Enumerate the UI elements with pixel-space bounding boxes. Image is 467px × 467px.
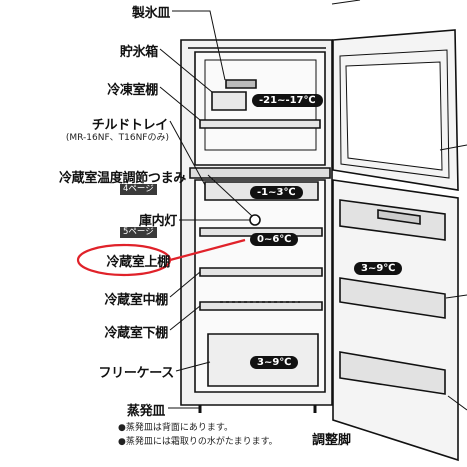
note-evap-location: ●蒸発皿は背面にあります。 (118, 423, 233, 433)
label-adjust-foot: 調整脚 (312, 433, 352, 448)
label-ice-box: 貯氷箱 (119, 45, 158, 60)
note-evap-water: ●蒸発皿には霜取りの水がたまります。 (118, 437, 278, 447)
temp-freezer: -21~-17℃ (252, 94, 323, 107)
label-freezer-shelf: 冷凍室棚 (107, 83, 158, 98)
highlight-arrow (169, 238, 246, 262)
label-chilled-tray-models: (MR-16NF、T16NFのみ) (65, 133, 169, 143)
temp-upper: 0~6℃ (250, 233, 299, 246)
label-upper-shelf: 冷蔵室上棚 (106, 255, 170, 270)
middle-shelf-shape (199, 267, 323, 277)
temp-case: 3~9℃ (250, 356, 299, 369)
label-ice-tray: 製氷皿 (131, 6, 170, 21)
label-temp-knob: 冷蔵室温度調節つまみ (58, 171, 186, 186)
light-shape (249, 214, 261, 226)
ice-tray-shape (225, 79, 257, 89)
label-free-case: フリーケース (98, 366, 174, 381)
page-ref-4: 4ページ (120, 184, 157, 195)
label-evap-tray: 蒸発皿 (126, 404, 165, 419)
temp-door: 3~9℃ (354, 262, 403, 275)
door-pocket-middle (339, 277, 446, 319)
freezer-shelf (199, 119, 321, 129)
label-lower-shelf: 冷蔵室下棚 (104, 326, 168, 341)
temp-chilled: -1~3℃ (250, 186, 303, 199)
door-pocket-lower (339, 351, 446, 395)
label-middle-shelf: 冷蔵室中棚 (104, 293, 168, 308)
page-ref-5: 5ページ (120, 227, 157, 238)
ice-box-shape (211, 91, 247, 111)
label-interior-light: 庫内灯 (138, 214, 177, 229)
lower-shelf-shape (199, 301, 323, 311)
label-chilled-tray: チルドトレイ (91, 118, 169, 133)
